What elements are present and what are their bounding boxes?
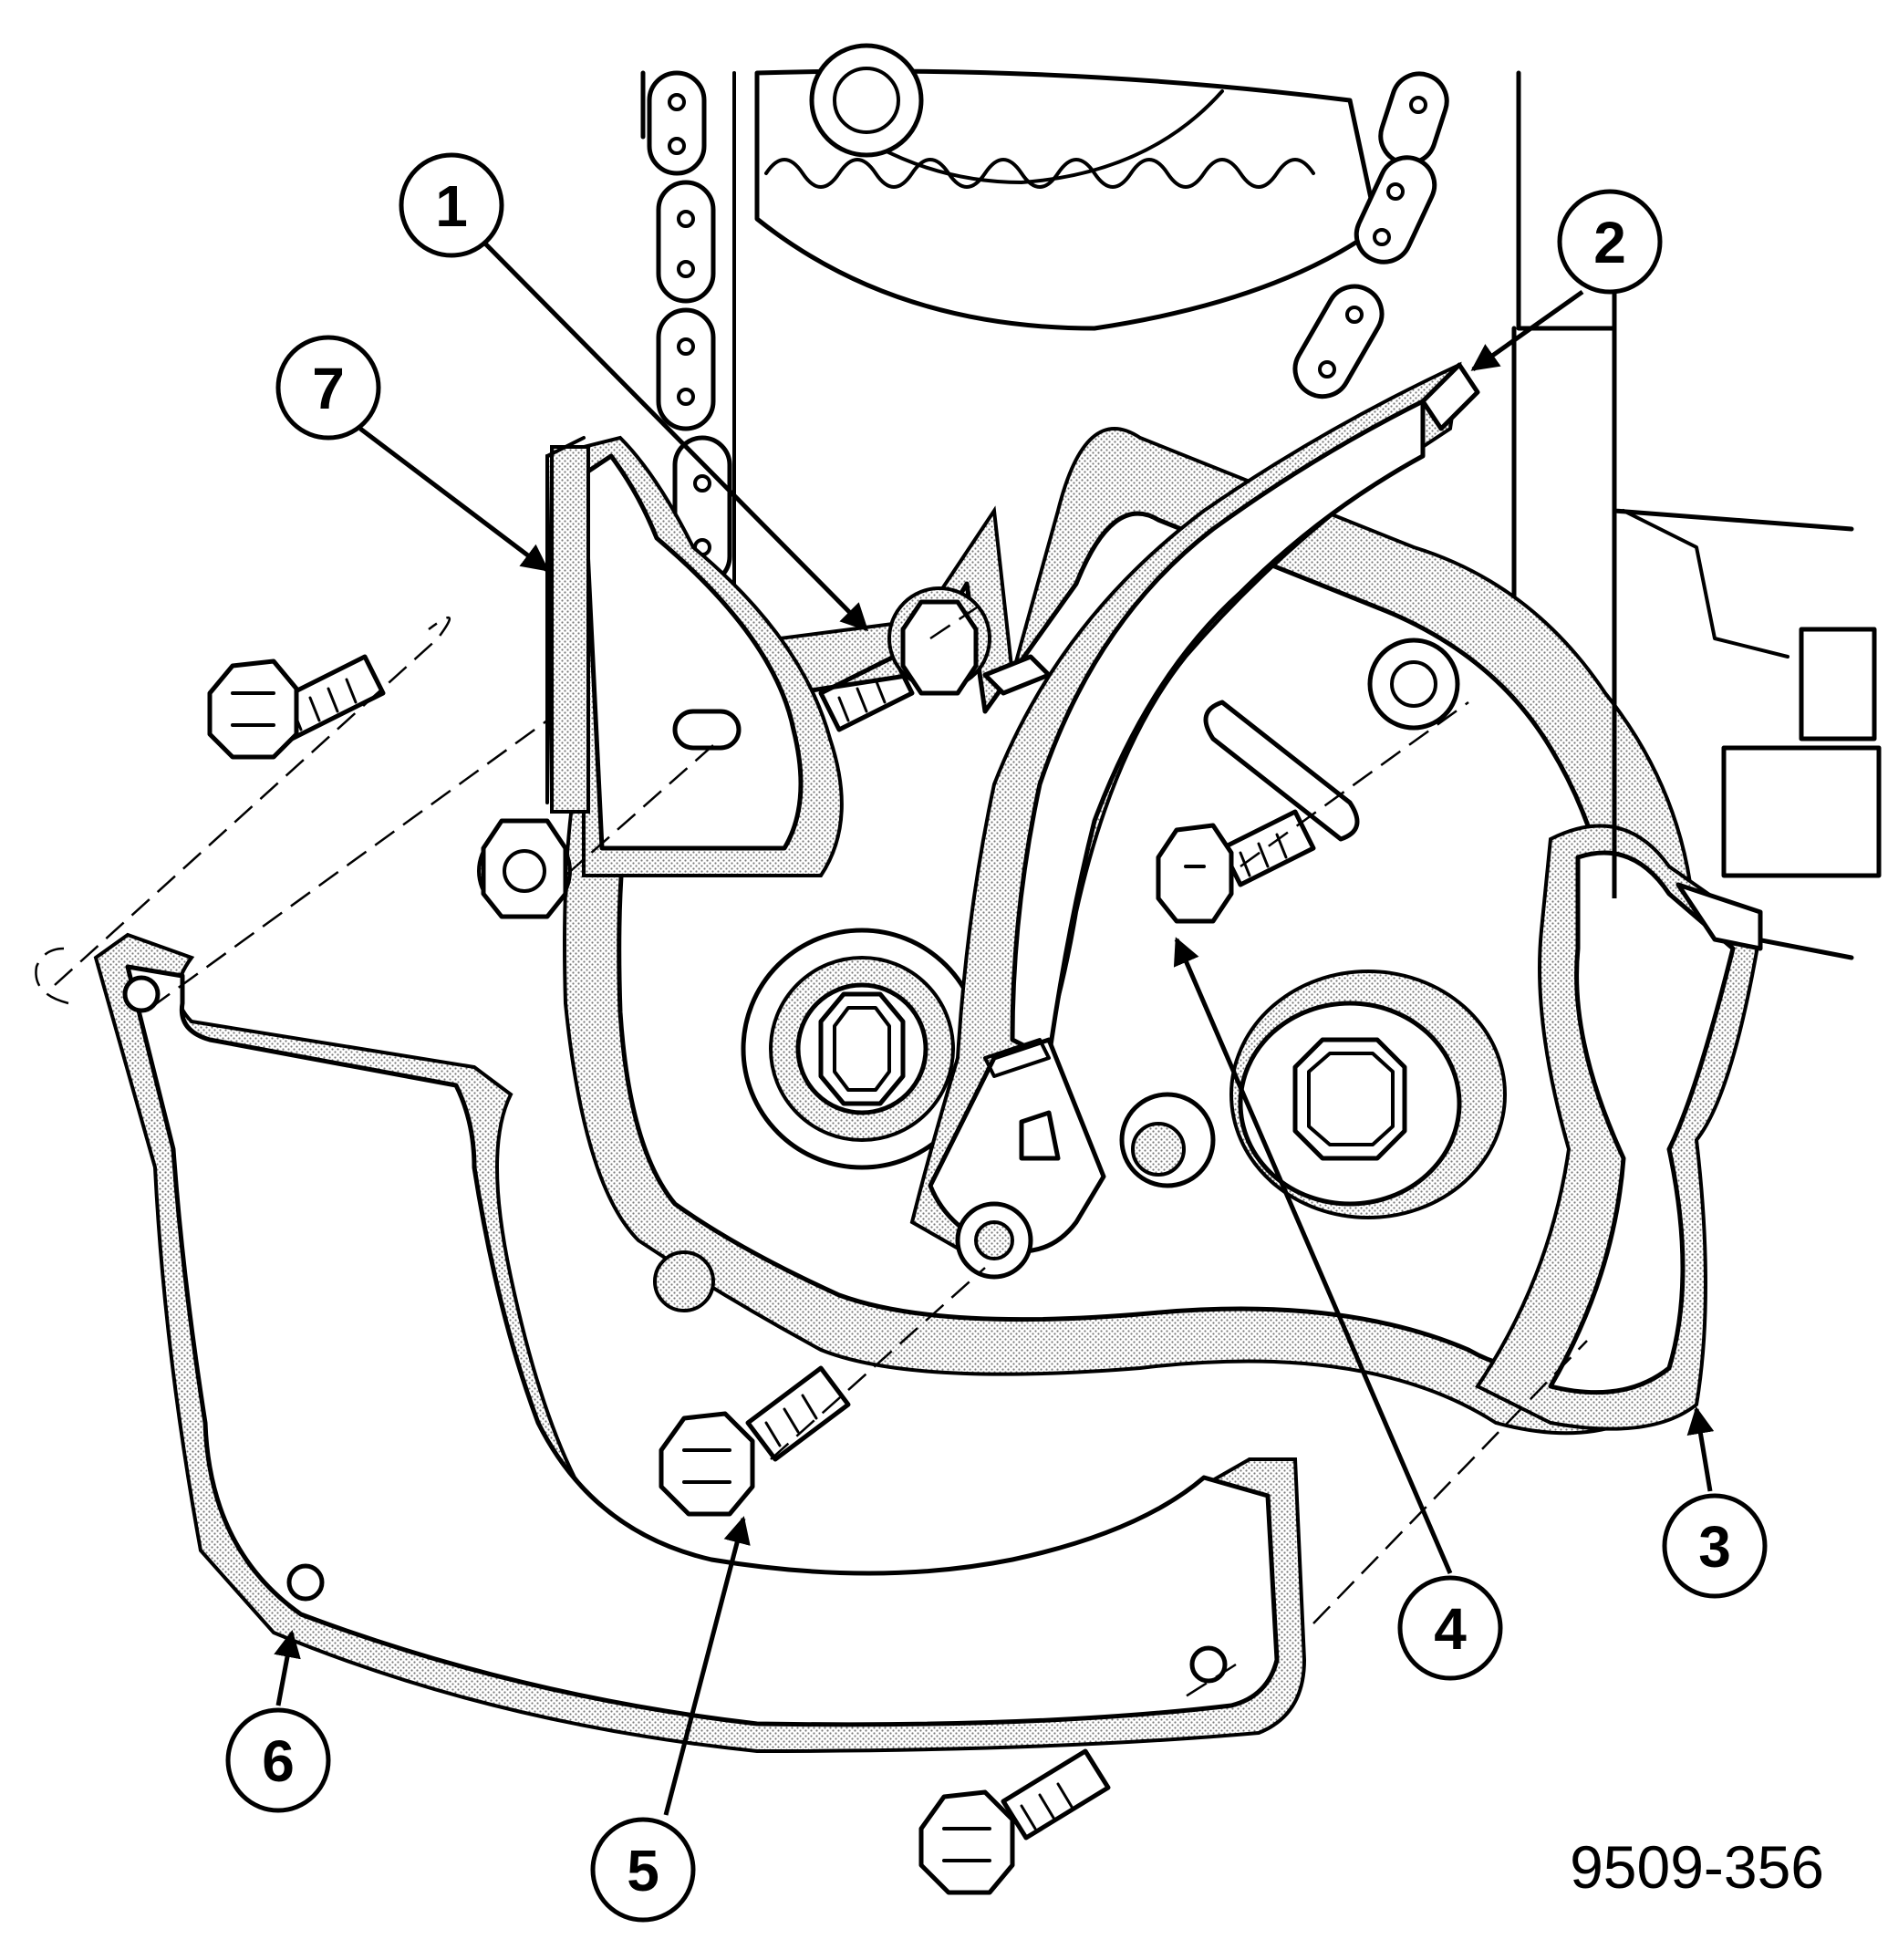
- chain-guide: [545, 435, 844, 877]
- callout-4-number: 4: [1434, 1596, 1467, 1662]
- callout-3: 3: [1662, 1493, 1768, 1599]
- engine-block: [640, 70, 1882, 960]
- callout-7: 7: [275, 335, 381, 441]
- loose-bolt-five: [659, 1365, 851, 1517]
- callout-2-number: 2: [1593, 210, 1626, 275]
- chain-tensioner-arm: [909, 361, 1480, 1280]
- alignment-lines: [35, 600, 1588, 1698]
- drive-gear: [1229, 970, 1507, 1219]
- callout-6: 6: [225, 1707, 331, 1813]
- timing-cover-gasket: [93, 932, 1307, 1754]
- tensioner-bolt: [1156, 809, 1316, 924]
- leader-lines: [274, 235, 1715, 1816]
- loose-bolt-top-left: [207, 654, 386, 760]
- callout-7-number: 7: [312, 356, 345, 421]
- chain-right-run: [1292, 71, 1449, 399]
- callout-6-number: 6: [262, 1728, 295, 1794]
- callout-5: 5: [590, 1817, 696, 1923]
- camshaft-sprocket: [754, 43, 1380, 331]
- callout-5-number: 5: [627, 1838, 659, 1903]
- callout-4: 4: [1397, 1575, 1503, 1681]
- callout-1-number: 1: [435, 173, 468, 239]
- figure-id: 9509-356: [1570, 1833, 1824, 1901]
- guide-bolt-upper: [818, 586, 1052, 732]
- crankshaft-sprocket: [741, 928, 983, 1170]
- callout-3-number: 3: [1698, 1514, 1731, 1580]
- oil-pump-bracket: [1475, 824, 1763, 1431]
- callout-2: 2: [1557, 189, 1663, 295]
- callout-1: 1: [399, 152, 504, 258]
- guide-bolt-lower: [477, 818, 572, 919]
- loose-bolt-bottom: [918, 1748, 1111, 1895]
